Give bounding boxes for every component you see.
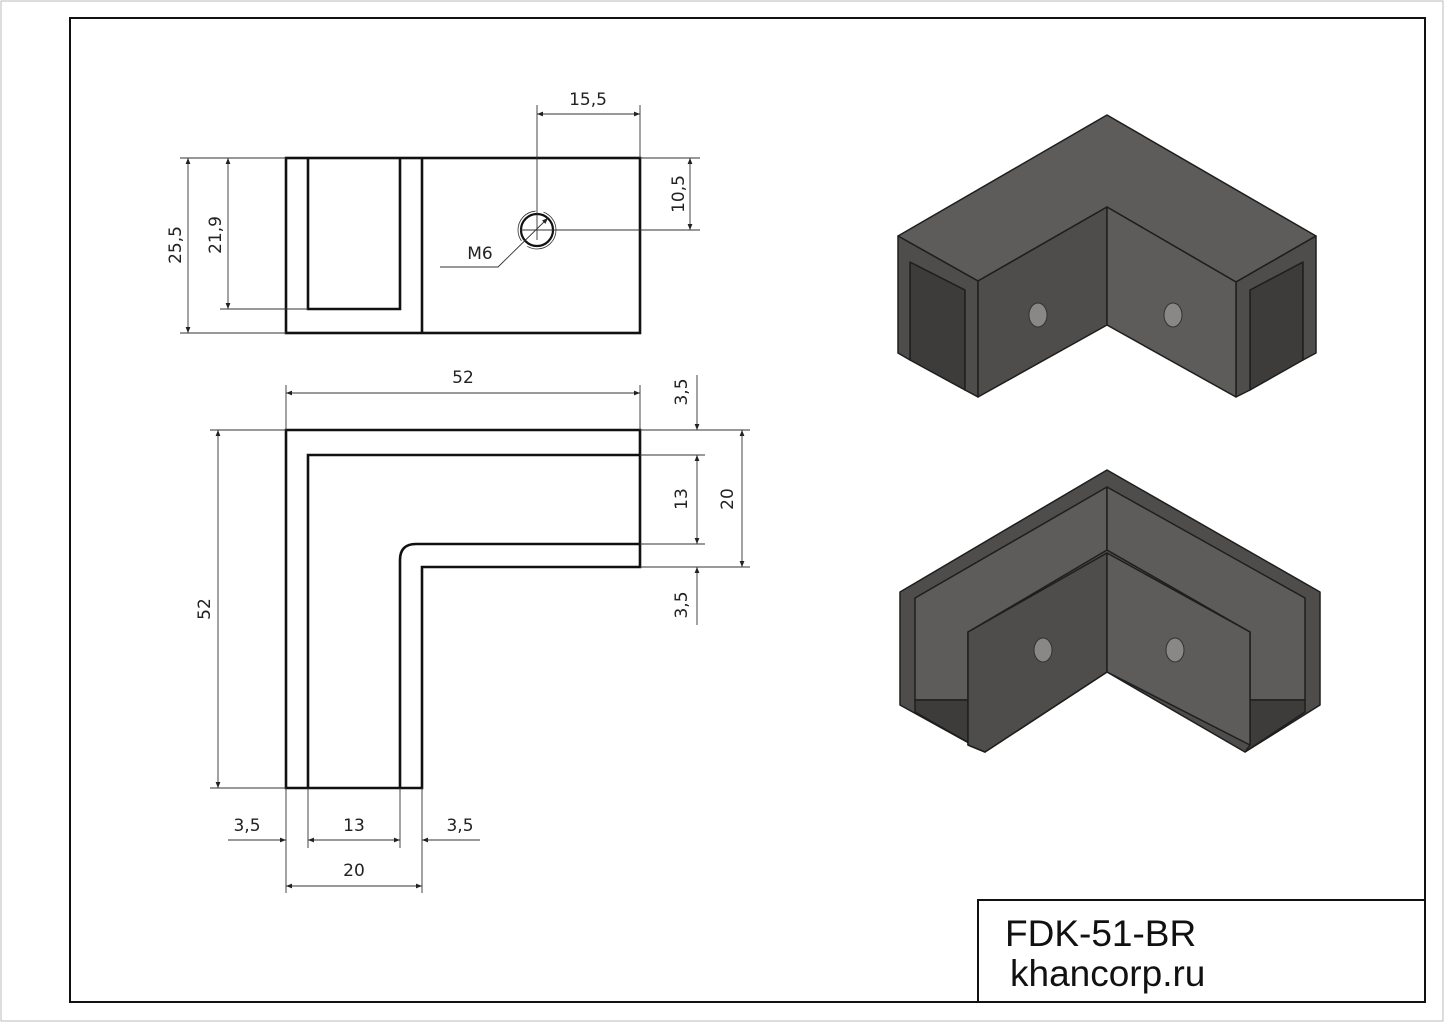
dim-hole-x: 15,5 [569, 90, 607, 110]
top-view: 15,5 10,5 25,5 21,9 M6 [166, 90, 700, 335]
threaded-hole-icon [1033, 637, 1053, 663]
dim-bottom-slot: 13 [343, 816, 365, 836]
threaded-hole-icon [1163, 302, 1183, 328]
dim-slot-depth: 21,9 [206, 216, 226, 254]
dim-hole-y: 10,5 [669, 175, 689, 213]
plan-view: 52 52 3,5 13 3,5 20 3,5 13 3,5 20 [195, 368, 750, 893]
title-block: FDK-51-BR khancorp.ru [977, 899, 1425, 1002]
threaded-hole-icon [1165, 637, 1185, 663]
dim-bottom-width: 20 [343, 861, 365, 881]
dim-right-slot: 13 [672, 488, 692, 510]
dim-bottom-wall-right: 3,5 [446, 816, 473, 836]
dim-right-wall-bottom: 3,5 [672, 591, 692, 618]
website: khancorp.ru [1010, 953, 1205, 994]
isometric-view-top [897, 114, 1317, 398]
dim-top-length: 52 [452, 368, 474, 388]
dim-right-width: 20 [718, 488, 738, 510]
isometric-view-bottom [899, 469, 1321, 753]
dim-left-length: 52 [195, 598, 215, 620]
dim-right-wall-top: 3,5 [672, 378, 692, 405]
dim-total-height: 25,5 [166, 226, 186, 264]
dim-bottom-wall-left: 3,5 [233, 816, 260, 836]
drawing-border [69, 17, 1426, 1003]
thread-label: M6 [467, 244, 492, 264]
threaded-hole-icon [1028, 302, 1048, 328]
part-number: FDK-51-BR [1005, 913, 1196, 954]
